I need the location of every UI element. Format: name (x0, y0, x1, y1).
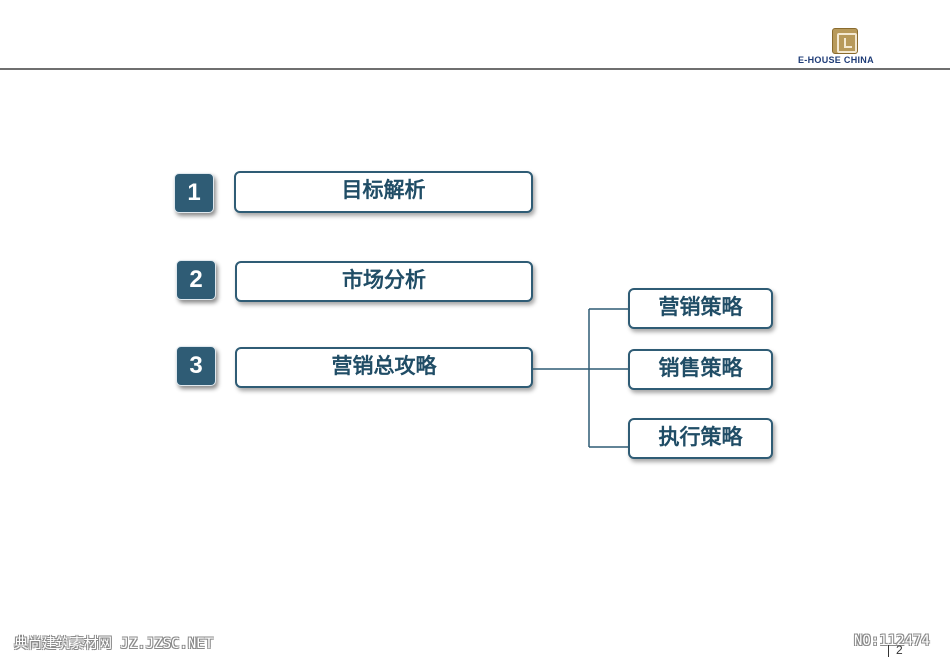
logo-text: E-HOUSE CHINA (798, 55, 874, 65)
sub-item-sales-strategy[interactable]: 销售策略 (628, 349, 773, 390)
agenda-item-2[interactable]: 市场分析 (235, 261, 533, 302)
sub-item-execution-strategy[interactable]: 执行策略 (628, 418, 773, 459)
agenda-number-3: 3 (176, 346, 216, 386)
sub-item-marketing-strategy[interactable]: 营销策略 (628, 288, 773, 329)
page-number: 2 (896, 643, 903, 657)
agenda-number-1: 1 (174, 173, 214, 213)
footer-document-number: NO:112474 (854, 633, 930, 649)
logo-seal-icon (832, 28, 858, 54)
page-number-divider (888, 645, 889, 657)
footer-watermark: 典尚建筑素材网 JZ.JZSC.NET (14, 636, 214, 652)
company-logo: E-HOUSE CHINA (796, 28, 896, 68)
header-divider (0, 68, 950, 70)
agenda-number-2: 2 (176, 260, 216, 300)
agenda-item-3[interactable]: 营销总攻略 (235, 347, 533, 388)
agenda-item-1[interactable]: 目标解析 (234, 171, 533, 213)
